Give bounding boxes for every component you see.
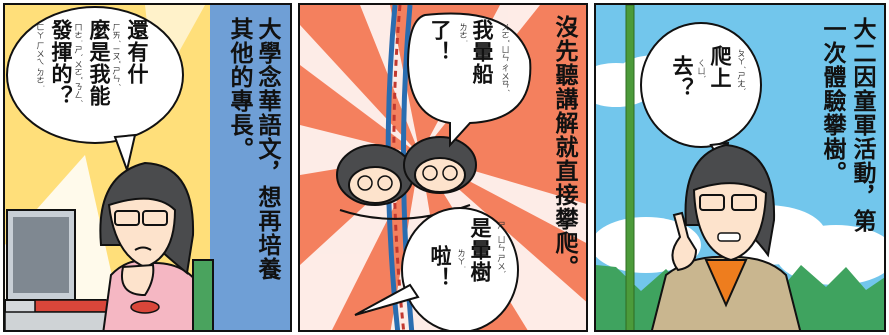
panel-1-scene [5,5,290,330]
panel-1-zhuyin-1: ㄏㄞˊ ㄧㄡˇ ㄕㄣˊ [112,23,121,87]
panel-2-scene [300,5,586,330]
panel-3-caption-line-2: 一次體驗攀樹。 [819,17,845,185]
panel-1-speech-line-3: 發揮的？ [49,19,74,107]
panel-2-top-zhuyin-1: ㄨㄛˇ ㄩㄣ ㄔㄨㄢˊ [501,23,510,93]
panel-1-speech-bubble [6,6,184,144]
panel-1-speech-line-1: 還有什 [125,19,150,85]
scout-scarf [704,259,748,308]
panel-1-caption-line-1: 大學念華語文，想再培養 [254,17,280,281]
panel-2-bottom-speech-line-1: 是暈樹 [468,217,493,283]
panel-1-zhuyin-2: ㄇㄜ˙ ㄕˋ ㄨㄛˇ ㄋㄥˊ [74,23,83,103]
panel-3-scene [596,5,884,330]
panel-3-speech-bubble [640,22,762,148]
panel-2-top-zhuyin-2: ㄌㄜ˙ [459,23,468,43]
panel-2-bottom-speech-line-2: 啦！ [428,245,453,289]
panel-2-bottom-speech-bubble [401,207,519,330]
panel-2-top-speech-line-1: 我暈船 [470,19,495,85]
panel-3-zhuyin-2: ㄑㄩˋ [697,59,706,79]
panel-1-speech-line-2: 麼是我能 [87,19,112,107]
panel-3-caption-line-1: 大二因童軍活動，第 [849,17,875,233]
scout-face [692,182,768,262]
pointing-hand [671,211,698,272]
panel-3-speech-line-2: 去？ [670,55,695,99]
panel-2-bottom-zhuyin-2: ㄌㄚ˙ [457,249,466,269]
panel-2-caption: 沒先聽講解就直接攀爬。 [551,15,577,279]
panel-2-bottom-zhuyin-1: ㄕˋ ㄩㄣ ㄕㄨˋ [497,221,506,275]
panel-1: 大學念華語文，想再培養 其他的專長。 還有什 麼是我能 發揮的？ ㄏㄞˊ ㄧㄡˇ… [3,3,292,332]
panel-3-speech-line-1: 爬上 [708,45,733,89]
panel-1-zhuyin-3: ㄈㄚ ㄏㄨㄟ ㄉㄜ˙ [36,23,45,89]
panel-2: 沒先聽講解就直接攀爬。 我暈船 了！ ㄨㄛˇ ㄩㄣ ㄔㄨㄢˊ ㄌㄜ˙ 是暈樹 啦… [298,3,588,332]
panel-2-top-speech-line-2: 了！ [428,19,453,63]
panel-1-caption-line-2: 其他的專長。 [226,17,252,161]
panel-2-top-speech-bubble [406,12,532,148]
panel-3: 大二因童軍活動，第 一次體驗攀樹。 爬上 去？ ㄆㄚˊ ㄕㄤˋ ㄑㄩˋ [594,3,886,332]
panel-3-zhuyin-1: ㄆㄚˊ ㄕㄤˋ [737,49,746,92]
woman-face [107,197,177,269]
